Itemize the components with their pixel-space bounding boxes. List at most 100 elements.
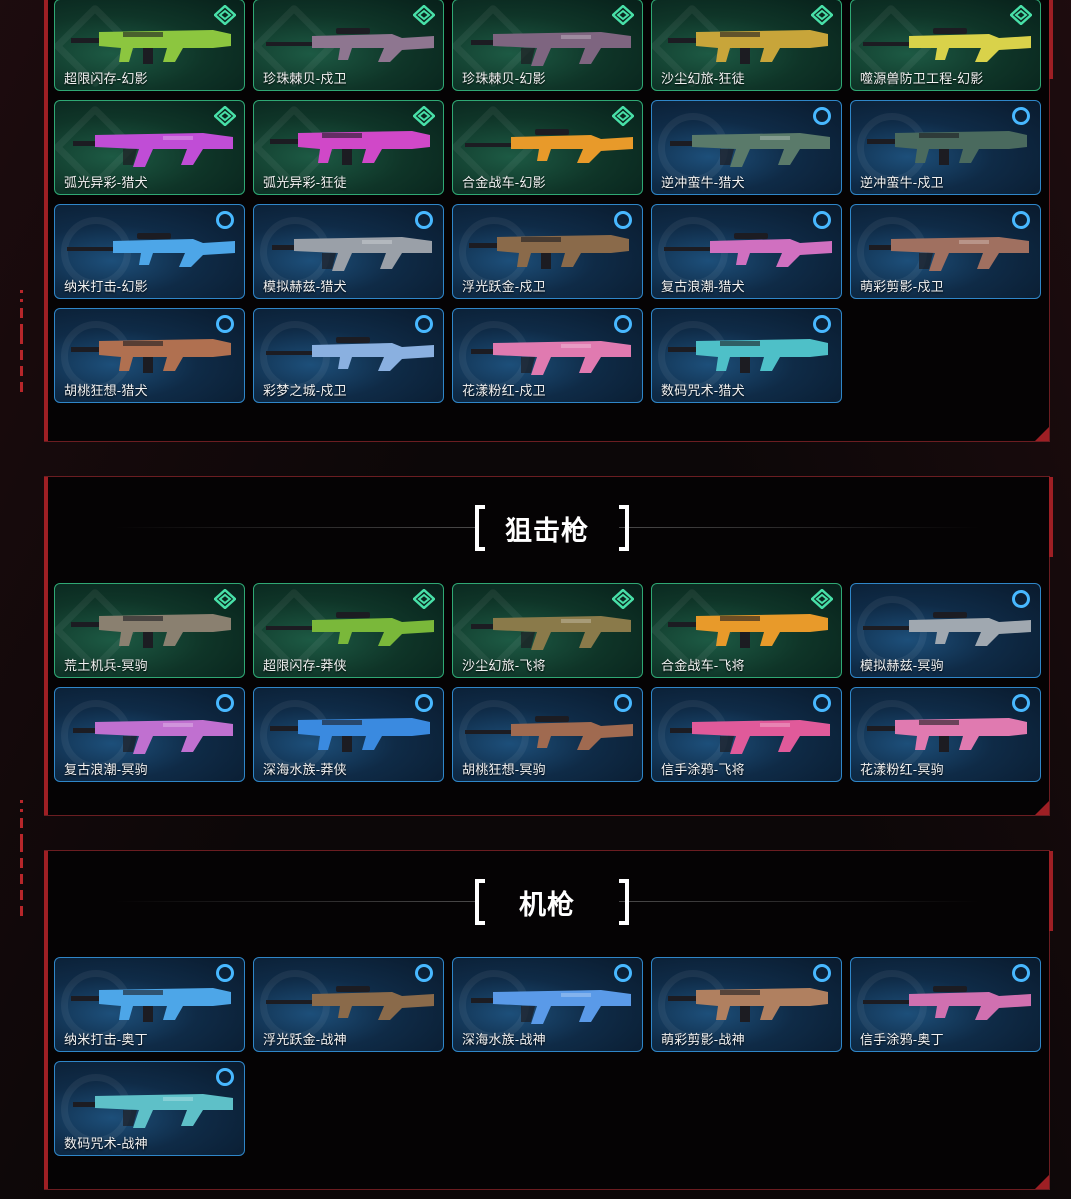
weapon-image xyxy=(71,339,231,373)
weapon-skin-card[interactable]: 浮光跃金-战神 xyxy=(253,957,444,1052)
weapon-image xyxy=(668,30,828,64)
weapon-skin-name: 萌彩剪影-戍卫 xyxy=(860,280,944,295)
rarity-circle-icon xyxy=(614,315,632,333)
weapon-image xyxy=(73,1094,233,1128)
weapon-image xyxy=(471,32,631,66)
weapon-image xyxy=(867,131,1027,165)
weapon-skin-card[interactable]: 胡桃狂想-冥驹 xyxy=(452,687,643,782)
rifles-section: 超限闪存-幻影 珍珠棘贝-戍卫 珍珠棘贝-幻影 沙尘幻旅-狂徒 噬源兽防卫工程-… xyxy=(44,0,1053,442)
rarity-circle-icon xyxy=(216,964,234,982)
rarity-circle-icon xyxy=(216,315,234,333)
rarity-circle-icon xyxy=(614,964,632,982)
weapon-skin-name: 萌彩剪影-战神 xyxy=(661,1033,745,1048)
weapon-image xyxy=(471,990,631,1024)
weapon-image xyxy=(863,986,1031,1020)
weapon-image xyxy=(670,720,830,754)
weapon-skin-card[interactable]: 逆冲蛮牛-戍卫 xyxy=(850,100,1041,195)
weapon-skin-card[interactable]: 模拟赫兹-猎犬 xyxy=(253,204,444,299)
weapon-skin-card[interactable]: 彩梦之城-戍卫 xyxy=(253,308,444,403)
weapon-image xyxy=(471,616,631,650)
weapon-skin-card[interactable]: 数码咒术-战神 xyxy=(54,1061,245,1156)
weapon-skin-card[interactable]: 超限闪存-幻影 xyxy=(54,0,245,91)
weapon-skin-card[interactable]: 浮光跃金-戍卫 xyxy=(452,204,643,299)
weapon-skin-card[interactable]: 珍珠棘贝-戍卫 xyxy=(253,0,444,91)
side-decoration xyxy=(20,800,24,922)
weapon-skin-card[interactable]: 逆冲蛮牛-猎犬 xyxy=(651,100,842,195)
weapon-skin-card[interactable]: 花漾粉红-冥驹 xyxy=(850,687,1041,782)
weapon-skin-card[interactable]: 合金战车-飞将 xyxy=(651,583,842,678)
weapon-skin-card[interactable]: 荒土机兵-冥驹 xyxy=(54,583,245,678)
weapon-skin-card[interactable]: 弧光异彩-猎犬 xyxy=(54,100,245,195)
weapon-skin-name: 花漾粉红-冥驹 xyxy=(860,763,944,778)
weapon-image xyxy=(471,341,631,375)
weapon-skin-card[interactable]: 模拟赫兹-冥驹 xyxy=(850,583,1041,678)
weapon-skin-card[interactable]: 胡桃狂想-猎犬 xyxy=(54,308,245,403)
weapon-skin-name: 荒土机兵-冥驹 xyxy=(64,659,148,674)
section-title: 狙击枪 xyxy=(505,516,589,547)
weapon-image xyxy=(73,720,233,754)
rarity-circle-icon xyxy=(415,694,433,712)
weapon-skin-name: 深海水族-莽侠 xyxy=(263,763,347,778)
weapon-skin-card[interactable]: 纳米打击-奥丁 xyxy=(54,957,245,1052)
weapon-skin-card[interactable]: 数码咒术-猎犬 xyxy=(651,308,842,403)
machineguns-grid: 纳米打击-奥丁 浮光跃金-战神 深海水族-战神 萌彩剪影-战神 信手涂鸦-奥丁 … xyxy=(54,957,1041,1156)
weapon-skin-name: 弧光异彩-猎犬 xyxy=(64,176,148,191)
weapon-skin-name: 数码咒术-战神 xyxy=(64,1137,148,1152)
weapon-skin-name: 胡桃狂想-冥驹 xyxy=(462,763,546,778)
weapon-skin-card[interactable]: 深海水族-战神 xyxy=(452,957,643,1052)
bracket-left-icon xyxy=(475,879,493,925)
weapon-skin-card[interactable]: 萌彩剪影-戍卫 xyxy=(850,204,1041,299)
weapon-skin-name: 数码咒术-猎犬 xyxy=(661,384,745,399)
weapon-skin-card[interactable]: 噬源兽防卫工程-幻影 xyxy=(850,0,1041,91)
weapon-skin-name: 深海水族-战神 xyxy=(462,1033,546,1048)
weapon-image xyxy=(266,28,434,62)
weapon-image xyxy=(71,988,231,1022)
rarity-diamond-icon xyxy=(811,589,833,609)
weapon-skin-name: 浮光跃金-战神 xyxy=(263,1033,347,1048)
weapon-skin-card[interactable]: 萌彩剪影-战神 xyxy=(651,957,842,1052)
rarity-diamond-icon xyxy=(214,589,236,609)
side-decoration xyxy=(20,290,24,398)
weapon-image xyxy=(863,612,1031,646)
rarity-circle-icon xyxy=(1012,964,1030,982)
weapon-skin-name: 花漾粉红-戍卫 xyxy=(462,384,546,399)
weapon-skin-card[interactable]: 花漾粉红-戍卫 xyxy=(452,308,643,403)
section-header: 机枪 xyxy=(45,873,1049,933)
rarity-diamond-icon xyxy=(413,589,435,609)
bracket-right-icon xyxy=(611,879,629,925)
weapon-skin-card[interactable]: 深海水族-莽侠 xyxy=(253,687,444,782)
rarity-circle-icon xyxy=(813,107,831,125)
rarity-circle-icon xyxy=(216,211,234,229)
weapon-skin-card[interactable]: 沙尘幻旅-飞将 xyxy=(452,583,643,678)
weapon-skin-name: 浮光跃金-戍卫 xyxy=(462,280,546,295)
rarity-circle-icon xyxy=(1012,694,1030,712)
weapon-skin-name: 逆冲蛮牛-戍卫 xyxy=(860,176,944,191)
rarity-circle-icon xyxy=(415,964,433,982)
weapon-image xyxy=(863,28,1031,62)
weapon-skin-card[interactable]: 珍珠棘贝-幻影 xyxy=(452,0,643,91)
weapon-image xyxy=(266,337,434,371)
rarity-diamond-icon xyxy=(612,5,634,25)
rifles-grid: 超限闪存-幻影 珍珠棘贝-戍卫 珍珠棘贝-幻影 沙尘幻旅-狂徒 噬源兽防卫工程-… xyxy=(54,0,1041,403)
weapon-skin-card[interactable]: 信手涂鸦-飞将 xyxy=(651,687,842,782)
weapon-skin-name: 复古浪潮-冥驹 xyxy=(64,763,148,778)
rarity-circle-icon xyxy=(813,694,831,712)
weapon-skin-card[interactable]: 复古浪潮-冥驹 xyxy=(54,687,245,782)
weapon-skin-card[interactable]: 复古浪潮-猎犬 xyxy=(651,204,842,299)
snipers-grid: 荒土机兵-冥驹 超限闪存-莽侠 沙尘幻旅-飞将 合金战车-飞将 模拟赫兹-冥驹 … xyxy=(54,583,1041,782)
rarity-circle-icon xyxy=(1012,211,1030,229)
rarity-circle-icon xyxy=(813,211,831,229)
weapon-skin-card[interactable]: 合金战车-幻影 xyxy=(452,100,643,195)
weapon-skin-card[interactable]: 沙尘幻旅-狂徒 xyxy=(651,0,842,91)
weapon-skin-name: 弧光异彩-狂徒 xyxy=(263,176,347,191)
weapon-skin-card[interactable]: 信手涂鸦-奥丁 xyxy=(850,957,1041,1052)
rarity-circle-icon xyxy=(813,964,831,982)
rarity-diamond-icon xyxy=(413,106,435,126)
weapon-skin-card[interactable]: 纳米打击-幻影 xyxy=(54,204,245,299)
rarity-circle-icon xyxy=(614,211,632,229)
weapon-skin-card[interactable]: 超限闪存-莽侠 xyxy=(253,583,444,678)
bracket-left-icon xyxy=(475,505,493,551)
rarity-diamond-icon xyxy=(612,106,634,126)
weapon-skin-card[interactable]: 弧光异彩-狂徒 xyxy=(253,100,444,195)
weapon-image xyxy=(73,133,233,167)
